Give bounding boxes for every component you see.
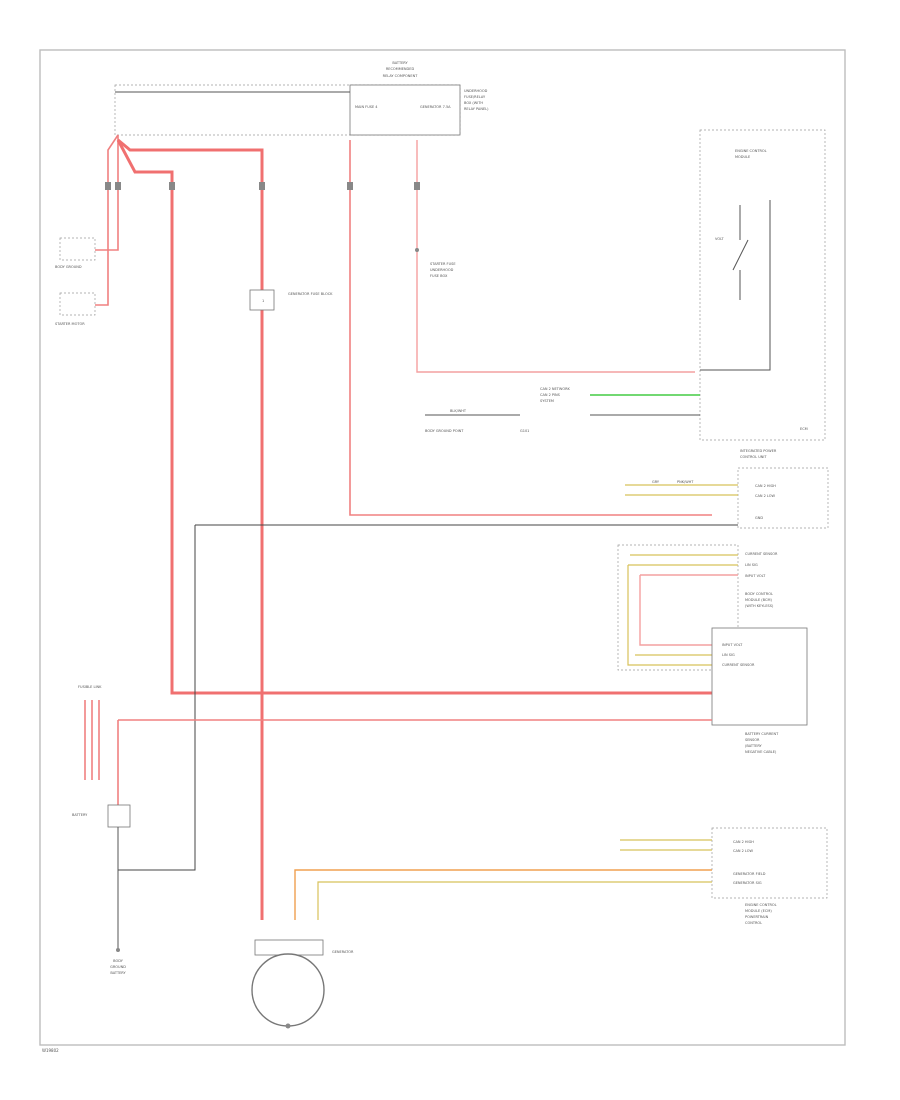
battery-circuit: FUSIBLE LINK BATTERY BODY GROUND BATTERY [72,685,712,975]
generator: GENERATOR [251,939,354,1029]
svg-text:GENERATOR: GENERATOR [332,950,354,954]
svg-text:UNDERHOOD: UNDERHOOD [464,89,488,93]
svg-text:FUSIBLE LINK: FUSIBLE LINK [78,685,102,689]
current-sensor-wires: CURRENT SENSOR LIN SIG INPUT VOLT [617,544,778,671]
svg-text:GENERATOR SIG: GENERATOR SIG [733,881,762,885]
svg-text:INPUT VOLT: INPUT VOLT [745,574,766,578]
svg-text:LIN SIG: LIN SIG [745,563,758,567]
can-network-wires: CAN 2 NETWORK CAN 2 PINS SYSTEM BLK/WHT … [425,387,700,433]
svg-text:CURRENT SENSOR: CURRENT SENSOR [722,663,755,667]
svg-text:GROUND: GROUND [110,965,126,969]
svg-text:INTEGRATED POWER: INTEGRATED POWER [740,449,777,453]
svg-text:PNK/WHT: PNK/WHT [677,480,694,484]
generator-fuse: 1 GENERATOR FUSE BLOCK [249,289,333,311]
svg-text:MODULE (BCM): MODULE (BCM) [745,598,772,602]
svg-text:SENSOR: SENSOR [745,738,760,742]
svg-text:CURRENT SENSOR: CURRENT SENSOR [745,552,778,556]
svg-text:GENERATOR 7.5A: GENERATOR 7.5A [420,105,451,109]
svg-text:SYSTEM: SYSTEM [540,399,554,403]
svg-text:BODY: BODY [113,959,124,963]
svg-text:STARTER MOTOR: STARTER MOTOR [55,322,85,326]
svg-text:BLK/WHT: BLK/WHT [450,409,467,413]
svg-text:(WITH KEYLESS): (WITH KEYLESS) [745,604,774,608]
svg-text:BATTERY CURRENT: BATTERY CURRENT [745,732,779,736]
svg-text:1: 1 [262,299,264,303]
svg-text:CAN 2 NETWORK: CAN 2 NETWORK [540,387,571,391]
svg-text:BOX (WITH: BOX (WITH [464,101,483,105]
svg-text:GRY: GRY [652,480,660,484]
bottom-ecm-module: CAN 2 HIGH CAN 2 LOW GENERATOR FIELD GEN… [294,827,828,925]
svg-text:STARTER FUSE: STARTER FUSE [430,262,456,266]
svg-text:CAN 2 PINS: CAN 2 PINS [540,393,561,397]
svg-text:FUSE BOX: FUSE BOX [430,274,448,278]
svg-text:G101: G101 [520,429,529,433]
svg-text:LIN SIG: LIN SIG [722,653,735,657]
svg-text:CONTROL UNIT: CONTROL UNIT [740,455,767,459]
figure-id: W19802 [42,1048,59,1053]
body-ground-component: BODY GROUND [55,237,96,269]
svg-text:NEGATIVE CABLE): NEGATIVE CABLE) [745,750,777,754]
svg-text:VOLT: VOLT [715,237,725,241]
fuse-feed-wires: STARTER FUSE UNDERHOOD FUSE BOX [347,140,712,516]
svg-text:CAN 2 LOW: CAN 2 LOW [755,494,775,498]
svg-text:RECOMMENDED: RECOMMENDED [386,67,415,71]
starter-motor-component: STARTER MOTOR [55,292,96,326]
svg-text:GENERATOR FUSE BLOCK: GENERATOR FUSE BLOCK [288,292,333,296]
svg-text:BODY GROUND POINT: BODY GROUND POINT [425,429,464,433]
svg-text:MODULE (ECM): MODULE (ECM) [745,909,772,913]
svg-text:CAN 2 LOW: CAN 2 LOW [733,849,753,853]
svg-text:BATTERY: BATTERY [110,971,126,975]
svg-text:INPUT VOLT: INPUT VOLT [722,643,743,647]
svg-text:MAIN FUSE 4: MAIN FUSE 4 [355,105,378,109]
svg-text:FUSE/RELAY: FUSE/RELAY [464,95,486,99]
svg-text:CONTROL: CONTROL [745,921,762,925]
svg-text:ENGINE CONTROL: ENGINE CONTROL [735,149,767,153]
svg-text:GENERATOR FIELD: GENERATOR FIELD [733,872,766,876]
fuse-relay-box: BATTERY RECOMMENDED RELAY COMPONENT MAIN… [114,61,489,136]
diagram-frame [39,49,846,1046]
svg-text:CAN 2 HIGH: CAN 2 HIGH [755,484,776,488]
svg-text:BODY GROUND: BODY GROUND [55,265,82,269]
svg-text:BATTERY: BATTERY [392,61,408,65]
body-control-module: BODY CONTROL MODULE (BCM) (WITH KEYLESS)… [711,592,808,754]
engine-control-module: ENGINE CONTROL MODULE VOLT ECM [699,129,826,441]
svg-text:ECM: ECM [800,427,808,431]
svg-text:GND: GND [755,516,763,520]
svg-text:UNDERHOOD: UNDERHOOD [430,268,454,272]
svg-text:BATTERY: BATTERY [72,813,88,817]
svg-text:(BATTERY: (BATTERY [745,744,763,748]
main-power-wires [95,134,712,920]
svg-text:POWERTRAIN: POWERTRAIN [745,915,769,919]
svg-text:RELAY PANEL): RELAY PANEL) [464,107,489,111]
integrated-power-unit: INTEGRATED POWER CONTROL UNIT CAN 2 HIGH… [118,449,829,871]
svg-text:ENGINE CONTROL: ENGINE CONTROL [745,903,777,907]
svg-text:MODULE: MODULE [735,155,750,159]
svg-text:RELAY COMPONENT: RELAY COMPONENT [383,74,419,78]
svg-text:BODY CONTROL: BODY CONTROL [745,592,773,596]
svg-text:CAN 2 HIGH: CAN 2 HIGH [733,840,754,844]
